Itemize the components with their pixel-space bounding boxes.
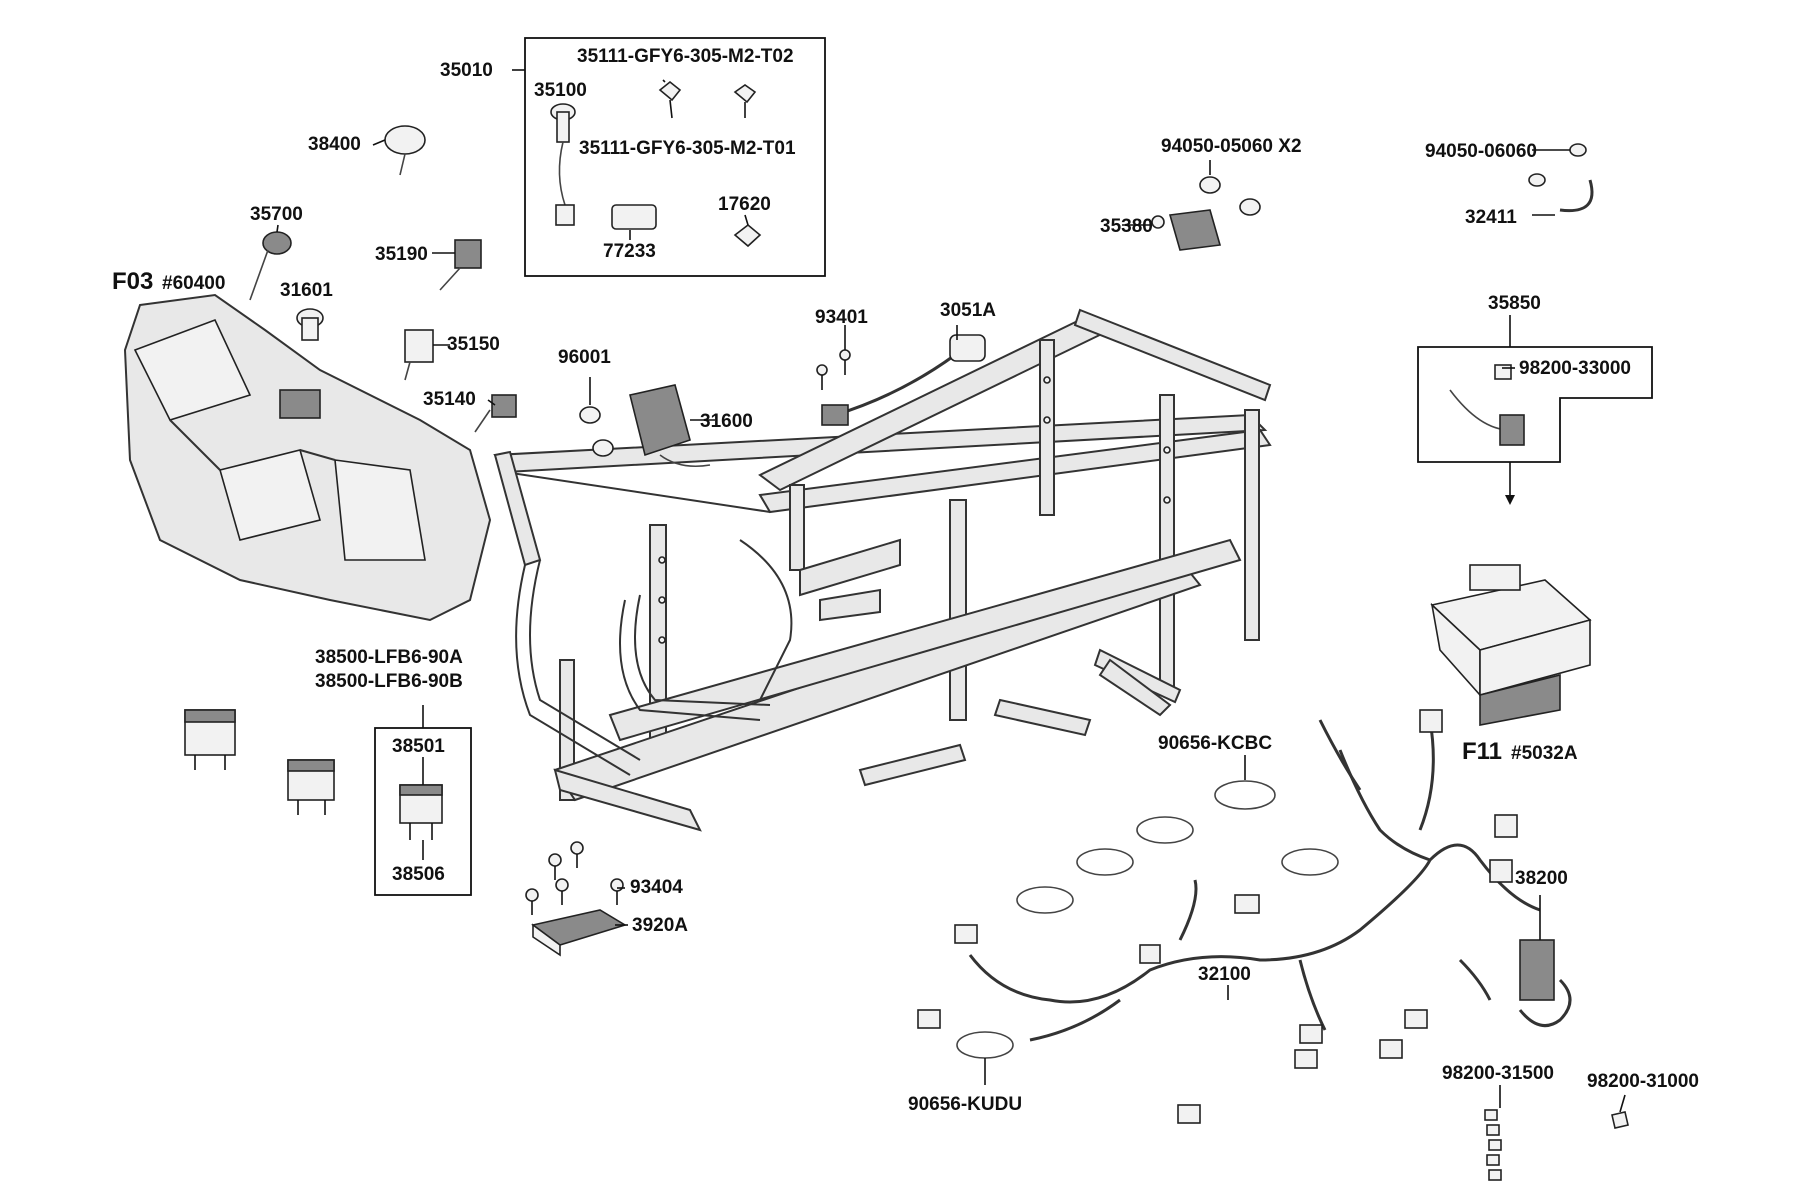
part-35190-switch [439, 239, 482, 291]
part-31600-regulator [629, 384, 711, 468]
part-93401-bolts [816, 349, 851, 390]
label-3920a: 3920A [632, 915, 688, 936]
part-35700-switch [249, 231, 292, 301]
label-93404: 93404 [630, 877, 683, 898]
label-35140: 35140 [423, 389, 476, 410]
label-f11-ref: #5032A [1511, 743, 1578, 764]
label-17620: 17620 [718, 194, 771, 215]
part-98200-31000-clip [1611, 1111, 1629, 1129]
part-98200-31500-clips [1484, 1109, 1502, 1181]
part-3051a-cable [821, 334, 986, 426]
label-77233: 77233 [603, 241, 656, 262]
label-38506: 38506 [392, 864, 445, 885]
label-35100: 35100 [534, 80, 587, 101]
leader-lines [276, 69, 1626, 1113]
label-94050-06060: 94050-06060 [1425, 141, 1537, 162]
battery-box [1430, 564, 1592, 726]
label-31600: 31600 [700, 411, 753, 432]
label-38200: 38200 [1515, 868, 1568, 889]
label-94050-05060: 94050-05060 X2 [1161, 136, 1302, 157]
label-f03-ref: #60400 [162, 273, 225, 294]
label-35010: 35010 [440, 60, 493, 81]
label-3051a: 3051A [940, 300, 996, 321]
dashboard-panel [123, 293, 492, 622]
kit-35850-box [1417, 346, 1653, 463]
kit-35010-box [524, 37, 826, 277]
part-38400-gauge [384, 125, 426, 176]
cable-ties [956, 780, 1339, 1059]
label-f03: F03 [112, 268, 153, 295]
label-98200-33000: 98200-33000 [1519, 358, 1631, 379]
part-35010-kit [550, 80, 762, 248]
label-35380: 35380 [1100, 216, 1153, 237]
part-32411-cable [1528, 143, 1594, 213]
part-31601-socket [296, 308, 324, 341]
part-35380-sensor [1151, 176, 1261, 251]
label-38500-b: 38500-LFB6-90B [315, 671, 463, 692]
label-35190: 35190 [375, 244, 428, 265]
label-35150: 35150 [447, 334, 500, 355]
label-31601: 31601 [280, 280, 333, 301]
part-35850-starter-relay [1449, 364, 1525, 446]
label-38501: 38501 [392, 736, 445, 757]
label-93401: 93401 [815, 307, 868, 328]
label-38400: 38400 [308, 134, 361, 155]
part-93404-screws [525, 841, 624, 915]
part-96001-bushings [579, 406, 614, 457]
label-f11: F11 [1462, 738, 1502, 765]
label-35111-t01: 35111-GFY6-305-M2-T01 [579, 138, 796, 159]
vehicle-frame [493, 308, 1272, 832]
label-38500-a: 38500-LFB6-90A [315, 647, 463, 668]
part-35140-switch [474, 394, 517, 433]
part-35150-switch [404, 329, 434, 381]
label-35850: 35850 [1488, 293, 1541, 314]
label-98200-31000: 98200-31000 [1587, 1071, 1699, 1092]
part-38500-fuse-block [184, 709, 443, 840]
part-3920a-module [531, 909, 627, 957]
label-32100: 32100 [1198, 964, 1251, 985]
label-96001: 96001 [558, 347, 611, 368]
label-90656-kudu: 90656-KUDU [908, 1094, 1022, 1115]
label-90656-kcbc: 90656-KCBC [1158, 733, 1272, 754]
wire-harness [917, 709, 1572, 1124]
label-98200-31500: 98200-31500 [1442, 1063, 1554, 1084]
label-32411: 32411 [1465, 207, 1517, 228]
label-35111-t02: 35111-GFY6-305-M2-T02 [577, 46, 794, 67]
label-35700: 35700 [250, 204, 303, 225]
